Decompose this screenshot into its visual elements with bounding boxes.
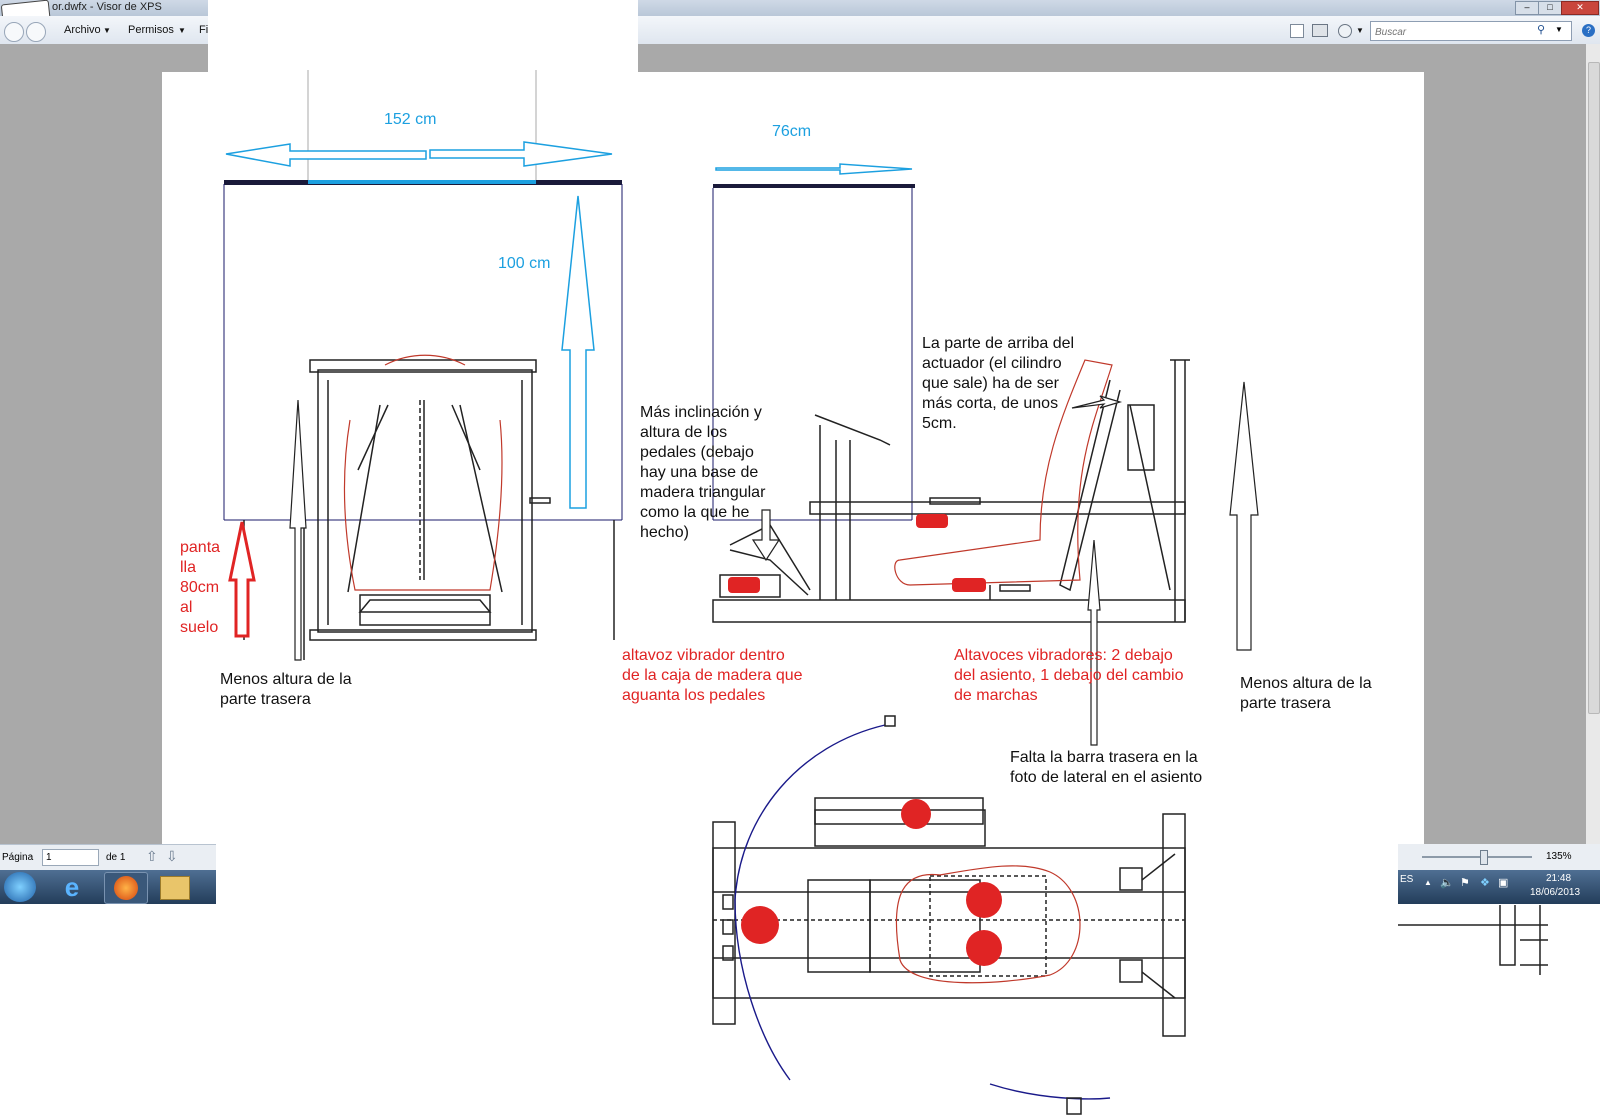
search-icon[interactable]: ⚲: [1537, 24, 1546, 36]
pedals-note: Más inclinación y altura de los pedales …: [640, 404, 766, 541]
chevron-down-icon: ▼: [1356, 26, 1364, 35]
document-page: [162, 72, 1424, 844]
language-indicator[interactable]: ES: [1400, 874, 1414, 885]
status-bar: Página 1 de 1 ⇧ ⇩: [0, 844, 216, 871]
zoom-tool-icon[interactable]: [1338, 24, 1352, 38]
zoom-slider-handle[interactable]: [1480, 850, 1488, 865]
view-icon[interactable]: [1290, 24, 1304, 38]
print-icon[interactable]: [1312, 24, 1328, 37]
back-button[interactable]: [4, 22, 24, 42]
window-title: or.dwfx - Visor de XPS: [52, 1, 162, 13]
rear-height-note-right: Menos altura de la parte trasera: [1240, 675, 1372, 712]
search-input[interactable]: [1371, 24, 1535, 41]
previous-page-icon[interactable]: ⇧: [146, 848, 158, 864]
speakers-seat-note: Altavoces vibradores: 2 debajo del asien…: [954, 647, 1184, 704]
page-number-input[interactable]: 1: [42, 849, 99, 866]
rear-bar-note: Falta la barra trasera en la foto de lat…: [1010, 749, 1203, 786]
chevron-down-icon: ▼: [178, 26, 186, 35]
side-view: [712, 184, 1190, 623]
dimension-width-side: 76cm: [772, 123, 812, 140]
taskbar: e: [0, 870, 216, 904]
next-page-icon[interactable]: ⇩: [166, 848, 178, 864]
file-explorer-icon[interactable]: [160, 876, 190, 900]
firefox-icon[interactable]: [104, 872, 148, 904]
menu-permisos[interactable]: Permisos: [128, 24, 174, 36]
dimension-height: 100 cm: [498, 255, 551, 272]
zoom-level: 135%: [1546, 851, 1572, 862]
dimension-width-front: 152 cm: [384, 111, 437, 128]
system-tray: ES ▲ 🔈 ⚑ ❖ ▣ 21:48 18/06/2013: [1398, 870, 1600, 904]
dropbox-icon[interactable]: ❖: [1480, 877, 1490, 889]
action-center-flag-icon[interactable]: ⚑: [1460, 877, 1470, 889]
clock-date[interactable]: 18/06/2013: [1530, 887, 1581, 898]
top-view: [712, 797, 1186, 1037]
close-button[interactable]: ✕: [1561, 1, 1599, 15]
zoom-bar: 135%: [1398, 844, 1600, 870]
start-button[interactable]: [4, 872, 36, 902]
menu-firmas[interactable]: Fi: [199, 24, 209, 36]
clock-time[interactable]: 21:48: [1546, 873, 1572, 884]
chevron-down-icon[interactable]: ▼: [1555, 25, 1563, 34]
speaker-pedals-note: altavoz vibrador dentro de la caja de ma…: [622, 647, 803, 704]
rear-height-note-left: Menos altura de la parte trasera: [220, 671, 352, 708]
front-view: [223, 70, 623, 660]
chevron-down-icon: ▼: [103, 26, 111, 35]
page-label: Página: [2, 852, 34, 863]
forward-button[interactable]: [26, 22, 46, 42]
zoom-slider-track[interactable]: [1422, 856, 1532, 858]
screen-height-note: panta lla 80cm al suelo: [180, 539, 221, 636]
actuator-note: La parte de arriba del actuador (el cili…: [922, 335, 1075, 432]
network-icon[interactable]: ▣: [1498, 877, 1509, 889]
show-hidden-icons-icon[interactable]: ▲: [1424, 878, 1432, 887]
help-icon[interactable]: ?: [1582, 24, 1595, 37]
pasted-image-region: [208, 0, 638, 72]
page-count: de 1: [106, 852, 126, 863]
search-box[interactable]: ⚲ ▼: [1370, 21, 1572, 41]
volume-icon[interactable]: 🔈: [1440, 877, 1454, 889]
menu-archivo[interactable]: Archivo: [64, 24, 101, 36]
internet-explorer-icon[interactable]: e: [64, 872, 80, 902]
